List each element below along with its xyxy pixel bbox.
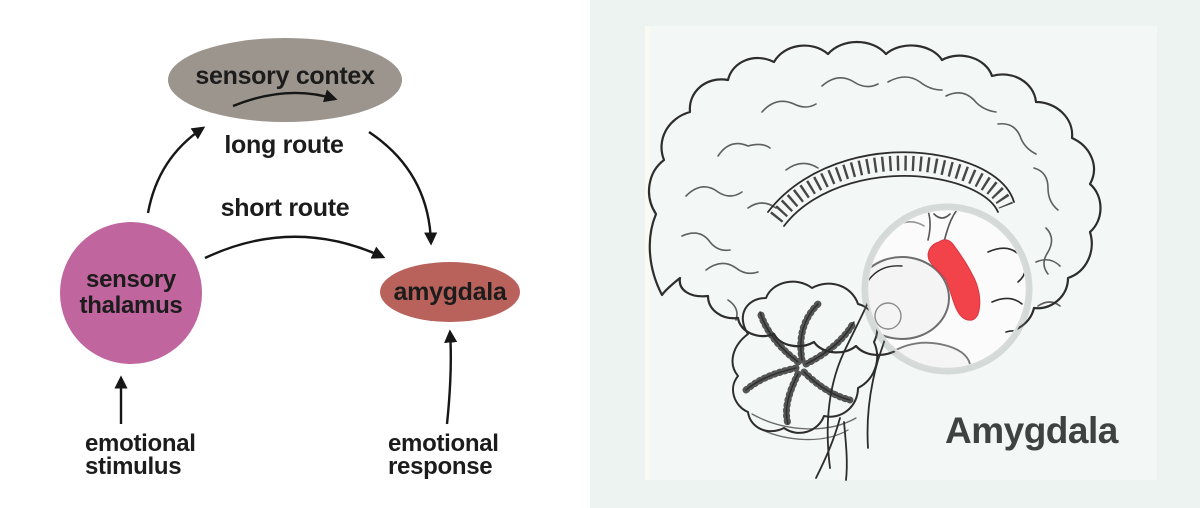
amygdala-shape: [380, 262, 520, 322]
magnifier-content: [868, 210, 1026, 368]
arrow-long-route-cortex-to-amygdala: [368, 131, 438, 246]
arbor-vitae: [742, 300, 858, 428]
gyri-lines: [681, 76, 1061, 321]
amygdala-caption: Amygdala: [945, 410, 1118, 451]
sensory-cortex-label: sensory contex: [195, 61, 375, 90]
arrow-amygdala-to-response: [444, 329, 458, 425]
amygdala-highlight: [927, 239, 981, 321]
cerebellum: [731, 280, 879, 441]
sensory-thalamus-shape: [60, 222, 202, 364]
arrow-long-route-thalamus-to-cortex: [146, 126, 206, 214]
label-emotional-response: emotional response: [388, 430, 499, 480]
label-emotional-stimulus: emotional stimulus: [85, 430, 196, 480]
hippocampus-blob: [868, 256, 950, 340]
pathway-diagram: sensory contex sensory thalamus amygdala…: [0, 0, 590, 508]
label-short-route: short route: [220, 194, 350, 222]
brain-panel: Amygdala: [590, 0, 1200, 508]
amygdala-node-label: amygdala: [393, 277, 507, 306]
brain-illustration: [645, 26, 1157, 481]
arrow-short-route: [204, 235, 386, 260]
sensory-thalamus-label: sensory thalamus: [79, 266, 183, 319]
card-edge: [645, 26, 650, 480]
sensory-cortex-shape: [168, 38, 402, 122]
arrow-inside-cortex: [232, 89, 338, 108]
corpus-callosum: [767, 151, 1015, 227]
magnifier-circle: [861, 203, 1033, 375]
diagram-graphics: [60, 38, 520, 425]
label-long-route: long route: [224, 131, 344, 159]
cerebrum-outline: [648, 41, 1102, 357]
